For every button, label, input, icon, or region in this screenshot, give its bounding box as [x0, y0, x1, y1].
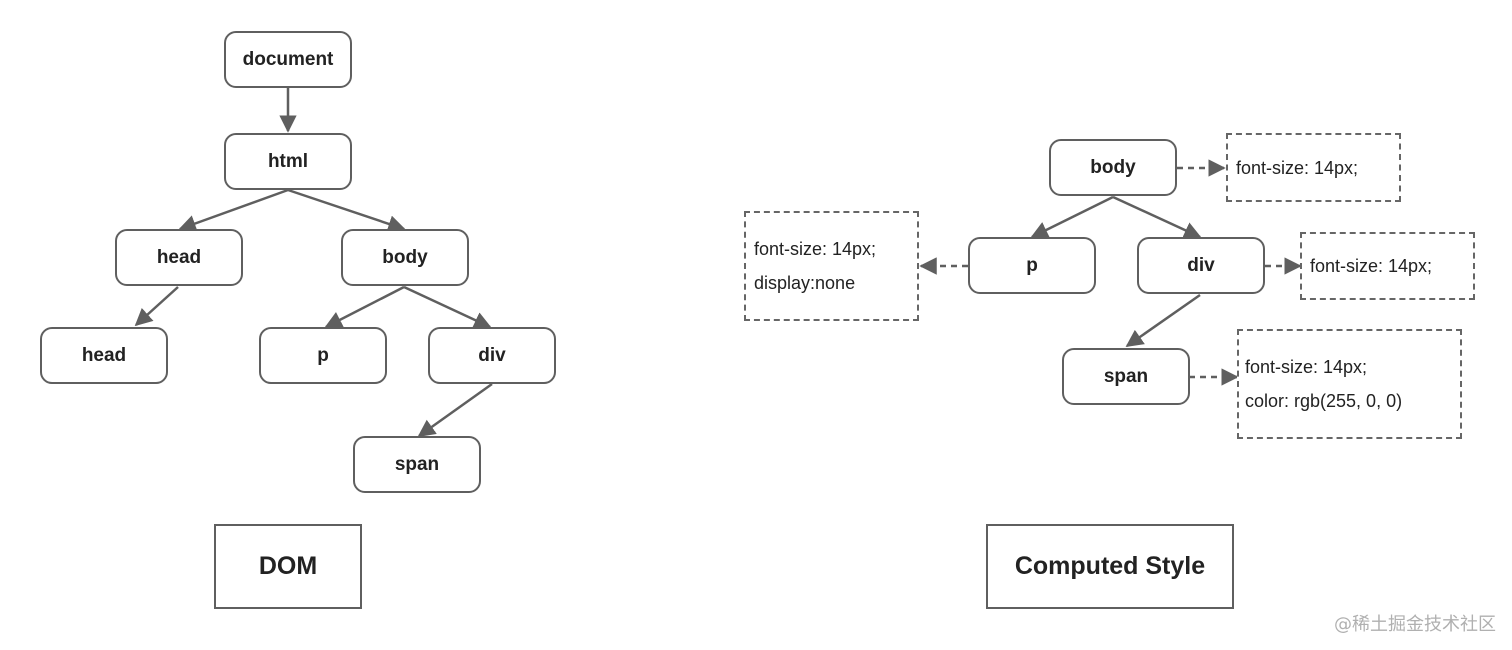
cs-node-p: p: [968, 237, 1096, 294]
style-box-span: font-size: 14px; color: rgb(255, 0, 0): [1237, 329, 1462, 439]
dom-node-document: document: [224, 31, 352, 88]
dom-node-head-child: head: [40, 327, 168, 384]
style-line: font-size: 14px;: [1310, 256, 1433, 276]
cs-edge-body-p: [1030, 195, 1114, 239]
edge-div-span: [417, 382, 493, 438]
dom-caption: DOM: [214, 524, 362, 609]
dom-node-span: span: [353, 436, 481, 493]
edge-html-body: [287, 188, 406, 233]
dom-node-head: head: [115, 229, 243, 286]
style-line: font-size: 14px;: [1245, 357, 1368, 377]
cs-node-span: span: [1062, 348, 1190, 405]
style-line: font-size: 14px;: [1236, 157, 1359, 178]
dom-node-div: div: [428, 327, 556, 384]
dom-node-html: html: [224, 133, 352, 190]
cs-node-body: body: [1049, 139, 1177, 196]
edge-html-head: [178, 188, 289, 232]
style-line: color: rgb(255, 0, 0): [1245, 391, 1403, 411]
edge-body-div: [403, 285, 492, 329]
style-line: display:none: [754, 273, 856, 293]
dom-node-p: p: [259, 327, 387, 384]
computed-style-caption: Computed Style: [986, 524, 1234, 609]
cs-edge-body-div: [1112, 195, 1202, 239]
dom-node-body: body: [341, 229, 469, 286]
style-box-div: font-size: 14px;: [1300, 232, 1475, 300]
style-box-body: font-size: 14px;: [1226, 133, 1401, 202]
style-box-p: font-size: 14px; display:none: [744, 211, 919, 321]
edge-head-head: [134, 286, 179, 327]
watermark: @稀土掘金技术社区: [1334, 614, 1496, 635]
style-line: font-size: 14px;: [754, 239, 877, 259]
cs-node-div: div: [1137, 237, 1265, 294]
cs-edge-div-span: [1125, 293, 1201, 348]
edge-body-p: [324, 285, 405, 329]
